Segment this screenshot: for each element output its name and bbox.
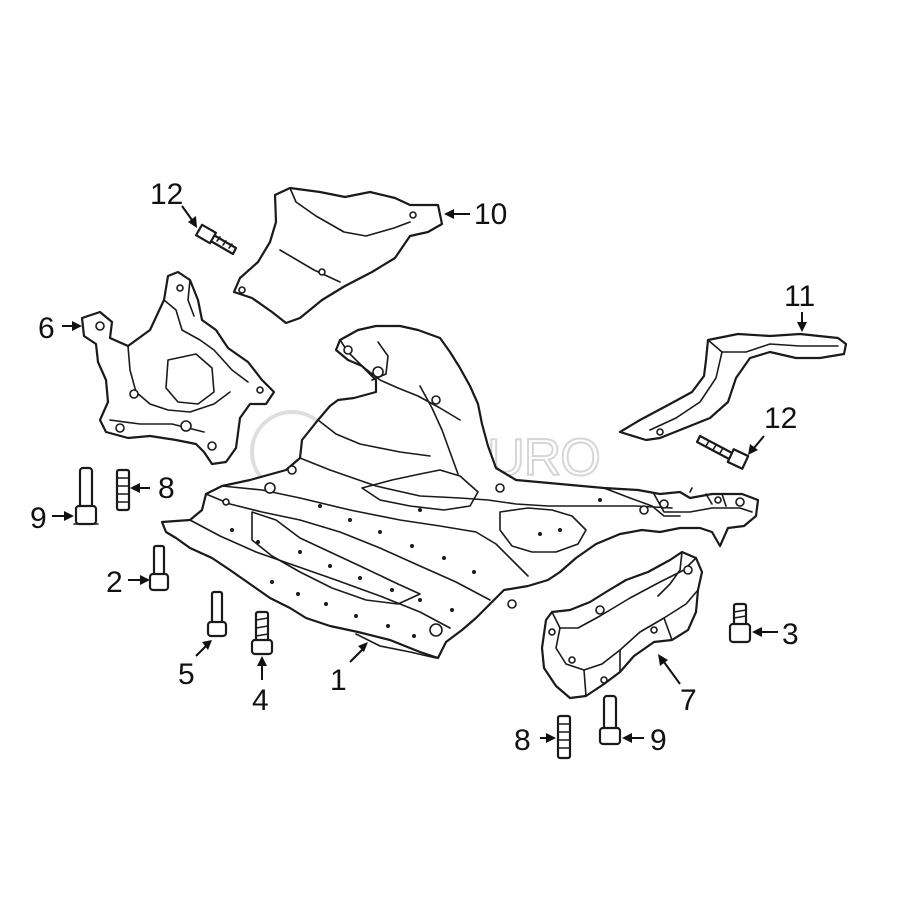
part-7-mount bbox=[540, 550, 704, 700]
part-3-bolt bbox=[728, 602, 752, 644]
part-8-stud-lower bbox=[556, 714, 572, 760]
callout-3: 3 bbox=[782, 618, 799, 651]
callout-12-left: 12 bbox=[150, 178, 183, 211]
callout-8-lower: 8 bbox=[514, 724, 531, 757]
part-5-bolt bbox=[206, 590, 228, 638]
callout-labels: 1 2 3 4 5 6 7 8 8 9 9 10 11 12 12 bbox=[30, 178, 815, 757]
callout-1: 1 bbox=[330, 664, 347, 697]
part-11-arm bbox=[618, 332, 848, 442]
part-2-bolt bbox=[148, 544, 170, 592]
callout-8-left: 8 bbox=[158, 472, 175, 505]
part-12-bolt-right bbox=[695, 434, 750, 470]
callout-2: 2 bbox=[106, 566, 123, 599]
leader-lines bbox=[52, 205, 807, 743]
part-6-bracket bbox=[80, 270, 276, 466]
callout-5: 5 bbox=[178, 658, 195, 691]
callout-6: 6 bbox=[38, 312, 55, 345]
part-12-bolt-left bbox=[194, 223, 238, 256]
part-4-bolt bbox=[250, 610, 274, 656]
callout-9-left: 9 bbox=[30, 502, 47, 535]
callout-12-right: 12 bbox=[764, 402, 797, 435]
callout-11: 11 bbox=[784, 280, 815, 313]
callout-4: 4 bbox=[252, 684, 269, 717]
part-8-stud-left bbox=[115, 468, 131, 512]
callout-9-lower: 9 bbox=[650, 724, 667, 757]
part-9-bolt-lower bbox=[598, 694, 622, 746]
part-9-bolt-left bbox=[73, 466, 99, 526]
part-1-subframe bbox=[160, 324, 760, 660]
callout-7: 7 bbox=[680, 684, 697, 717]
callout-10: 10 bbox=[474, 198, 507, 231]
part-10-shield bbox=[232, 186, 444, 325]
